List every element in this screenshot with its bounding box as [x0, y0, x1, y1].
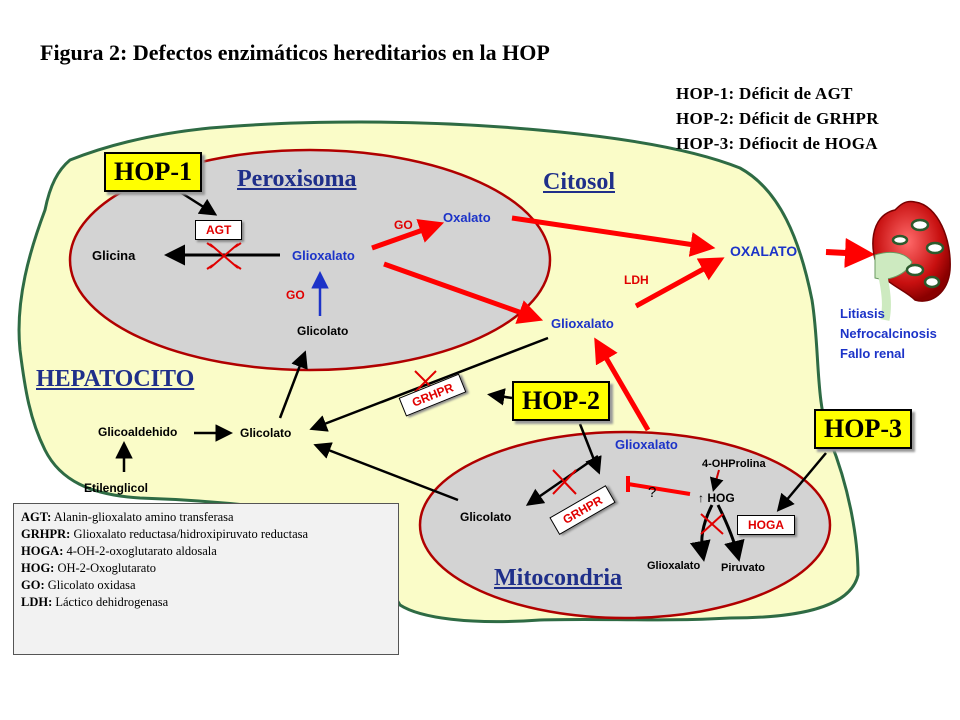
glossary-row-grhpr: GRHPR: Glioxalato reductasa/hidroxipiruv… [21, 526, 391, 543]
glicolato-mito-label: Glicolato [460, 510, 512, 524]
abbreviation-glossary: AGT: Alanin-glioxalato amino transferasa… [13, 503, 399, 655]
glossary-text: Láctico dehidrogenasa [55, 595, 169, 609]
arrow-hog-to-piruvato [716, 504, 745, 562]
citosol-label: Citosol [543, 169, 615, 195]
piruvato-label: Piruvato [721, 562, 766, 574]
glossary-row-go: GO: Glicolato oxidasa [21, 577, 391, 594]
glicina-label: Glicina [92, 248, 136, 263]
go-upper-label: GO [394, 218, 413, 232]
glossary-text: 4-OH-2-oxoglutarato aldosala [66, 544, 217, 558]
agt-enzyme-box: AGT [195, 220, 243, 240]
outcome-fallo-renal: Fallo renal [840, 346, 906, 361]
glicolato-perox-label: Glicolato [297, 324, 349, 338]
hop-legend-2: HOP-2: Déficit de GRHPR [676, 109, 879, 128]
hop1-box: HOP-1 [104, 152, 202, 192]
block-x-grhpr-mito [552, 469, 577, 495]
outcome-nefrocalcinosis: Nefrocalcinosis [840, 326, 937, 341]
hop3-box: HOP-3 [814, 409, 912, 449]
arrow-oxalato-to-oxalato-main [511, 215, 716, 257]
glioxalato-cyto-label: Glioxalato [551, 316, 614, 331]
arrow-glioxalato-cyto-to-glicolato [309, 336, 549, 432]
ldh-label: LDH [624, 273, 649, 287]
arrow-mito-glioxalato-to-glicolato [525, 454, 599, 506]
arrow-mito-glioxalato-to-cyto [594, 337, 651, 432]
arrow-oxalato-to-kidney [825, 237, 875, 268]
inhibition-hog-to-grhpr [626, 476, 691, 496]
glossary-row-agt: AGT: Alanin-glioxalato amino transferasa [21, 509, 391, 526]
arrow-hop1-to-agt [179, 190, 218, 216]
block-x-hoga [700, 513, 724, 535]
arrow-hydroxyproline-to-hog [709, 469, 724, 492]
peroxisome-organelle [68, 148, 552, 372]
glossary-row-hog: HOG: OH-2-Oxoglutarato [21, 560, 391, 577]
arrow-mito-glicolato-to-cyto [313, 442, 459, 502]
glicolato-cyto-label: Glicolato [240, 426, 292, 440]
arrow-hop2-to-mito [578, 423, 602, 475]
arrow-glioxalato-to-oxalato [371, 219, 445, 251]
ohprolina-label: 4-OHProlina [702, 458, 766, 470]
go-lower-label: GO [286, 288, 305, 302]
hop-legend-3: HOP-3: Défiocit de HOGA [676, 134, 878, 153]
arrow-glioxalato-perox-to-cyto [383, 261, 544, 324]
arrow-hop2-to-grhpr [487, 388, 513, 406]
glossary-row-hoga: HOGA: 4-OH-2-oxoglutarato aldosala [21, 543, 391, 560]
mitochondria-organelle [418, 430, 832, 620]
glossary-abbr: GRHPR: [21, 527, 71, 541]
glioxalato-mito-product-label: Glioxalato [647, 560, 701, 572]
hepatocito-label: HEPATOCITO [36, 366, 195, 392]
mitocondria-label: Mitocondria [494, 565, 622, 591]
hog-label: ↑ HOG [698, 491, 735, 505]
glossary-abbr: HOGA: [21, 544, 64, 558]
figure-title: Figura 2: Defectos enzimáticos hereditar… [40, 40, 550, 65]
glioxalato-mito-label: Glioxalato [615, 437, 678, 452]
arrow-glicolato-to-perox [278, 350, 308, 419]
glicoaldehido-label: Glicoaldehido [98, 425, 178, 439]
block-x-agt [206, 242, 242, 270]
glossary-text: Glicolato oxidasa [47, 578, 136, 592]
hop2-box: HOP-2 [512, 381, 610, 421]
glossary-text: Glioxalato reductasa/hidroxipiruvato red… [73, 527, 309, 541]
glossary-row-ldh: LDH: Láctico dehidrogenasa [21, 594, 391, 611]
glossary-abbr: AGT: [21, 510, 52, 524]
glossary-abbr: HOG: [21, 561, 55, 575]
hoga-enzyme-box: HOGA [737, 515, 795, 535]
outcome-litiasis: Litiasis [840, 306, 885, 321]
arrow-hop3-to-hoga [776, 452, 827, 512]
kidney-icon [872, 200, 951, 321]
oxalato-main-label: OXALATO [730, 243, 798, 259]
glossary-text: OH-2-Oxoglutarato [57, 561, 157, 575]
peroxisoma-label: Peroxisoma [237, 166, 357, 192]
glossary-text: Alanin-glioxalato amino transferasa [53, 510, 234, 524]
question-mark: ? [648, 484, 657, 501]
glossary-abbr: GO: [21, 578, 45, 592]
glioxalato-perox-label: Glioxalato [292, 248, 355, 263]
oxalato-perox-label: Oxalato [443, 210, 491, 225]
glossary-abbr: LDH: [21, 595, 53, 609]
arrow-ldh-to-oxalato [634, 257, 725, 309]
etilenglicol-label: Etilenglicol [84, 481, 149, 495]
hop-legend-1: HOP-1: Déficit de AGT [676, 84, 853, 103]
